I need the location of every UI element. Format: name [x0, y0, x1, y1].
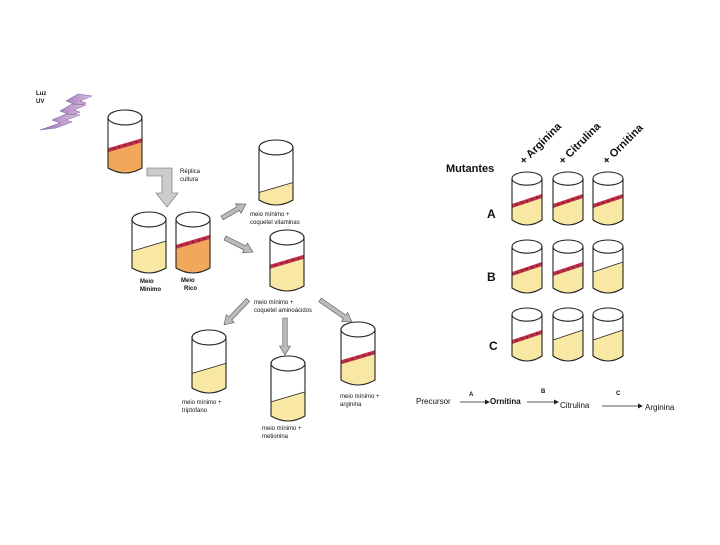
label-aminoacidos-2: coquetel aminoácidos [254, 308, 312, 314]
pathway-step-ornitina: Ornitina [490, 397, 521, 406]
label-minimo-2: Mínimo [140, 287, 161, 293]
tube-mutant-b-1 [511, 239, 543, 294]
pathway-enzyme-c: C [616, 391, 621, 397]
replica-label-line2: cultura [180, 177, 199, 183]
replica-label-line1: Réplica [180, 169, 201, 175]
tube-mutagenized [107, 109, 143, 174]
tube-meio-rico [175, 211, 211, 274]
tube-mutant-b-2 [552, 239, 584, 294]
column-header-ornitina: + Ornitina [601, 121, 647, 167]
tube-metionina [270, 355, 306, 422]
tube-aminoacidos [269, 229, 305, 292]
uv-label-line1: Luz [36, 91, 46, 97]
label-triptofano-1: meio mínimo + [182, 400, 222, 406]
mutants-title: Mutantes [446, 163, 494, 175]
tube-metionina-medium [271, 391, 305, 421]
pathway: Precursor A Ornitina B Citrulina C Argin… [416, 389, 675, 412]
label-rico-1: Meio [181, 278, 195, 284]
uv-light-group: Luz UV [36, 91, 93, 131]
row-label-b: B [487, 270, 496, 284]
arrow-to-triptofano [223, 298, 251, 326]
tube-vitaminas [258, 139, 294, 206]
tube-triptofano-medium [192, 363, 226, 393]
tube-arginina [340, 321, 376, 386]
label-arginina-1: meio mínimo + [340, 394, 380, 400]
pathway-enzyme-b: B [541, 389, 546, 395]
label-aminoacidos-1: meio mínimo + [254, 300, 294, 306]
arrow-to-aminoacidos [223, 235, 254, 254]
row-label-a: A [487, 207, 496, 221]
tube-meio-minimo-medium [132, 241, 166, 273]
tube-mutant-a-2 [552, 171, 584, 226]
arrow-to-arginina [318, 297, 353, 323]
label-triptofano-2: triptofano [182, 408, 208, 414]
mutants-panel: Mutantes + Arginina + Citrulina + Orniti… [446, 120, 646, 353]
tube-mutant-a-3 [592, 171, 624, 226]
tube-mutant-c-3 [592, 307, 624, 362]
tube-mutant-b-3 [592, 239, 624, 294]
label-rico-2: Rico [184, 286, 197, 292]
pathway-step-citrulina: Citrulina [560, 401, 590, 410]
arrow-to-metionina [278, 317, 292, 356]
uv-label-line2: UV [36, 99, 44, 105]
tube-mutant-c-1 [511, 307, 543, 362]
label-metionina-2: metionina [262, 434, 289, 440]
label-arginina-2: arginina [340, 402, 362, 408]
label-vitaminas-1: meio mínimo + [250, 212, 290, 218]
arrow-to-vitaminas [220, 203, 247, 221]
pathway-step-precursor: Precursor [416, 397, 451, 406]
row-label-c: C [489, 339, 498, 353]
pathway-enzyme-a: A [469, 392, 474, 398]
pathway-step-arginina: Arginina [645, 403, 675, 412]
tube-vitaminas-medium [259, 182, 293, 205]
uv-bolt-icon [39, 113, 81, 131]
tube-labels: Meio Mínimo Meio Rico meio mínimo + coqu… [140, 212, 380, 440]
tube-meio-minimo [131, 211, 167, 274]
label-vitaminas-2: coquetel vitaminas [250, 220, 300, 226]
tube-mutant-c-2 [552, 307, 584, 362]
tube-triptofano [191, 329, 227, 394]
replica-arrow: Réplica cultura [146, 167, 201, 208]
label-minimo-1: Meio [140, 279, 154, 285]
column-header-citrulina: + Citrulina [557, 120, 604, 167]
tube-mutant-a-1 [511, 171, 543, 226]
label-metionina-1: meio mínimo + [262, 426, 302, 432]
